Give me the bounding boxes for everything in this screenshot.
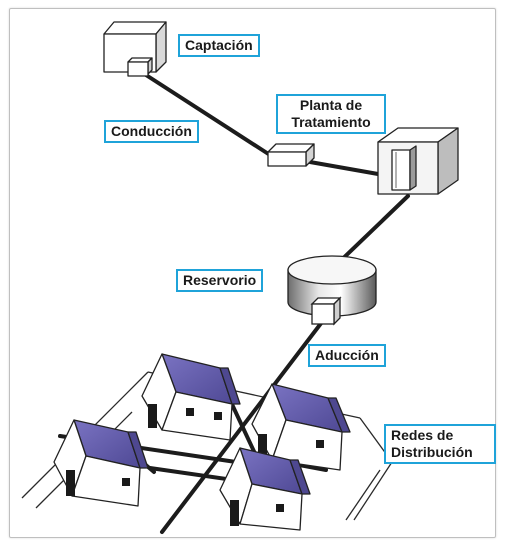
captacion-structure <box>103 21 167 77</box>
label-redes-line2: Distribución <box>391 444 473 460</box>
conduccion-box <box>267 143 315 167</box>
conduccion-pipe-1 <box>144 73 272 157</box>
label-planta-line1: Planta de <box>299 97 363 113</box>
label-aduccion: Aducción <box>308 344 386 367</box>
conduccion-pipe-2 <box>308 160 380 176</box>
label-planta-line2: Tratamiento <box>291 114 371 130</box>
label-reservorio: Reservorio <box>176 269 264 292</box>
house-top <box>141 353 241 441</box>
house-left <box>53 419 149 507</box>
label-redes-line1: Redes de <box>391 427 454 443</box>
label-conduccion: Conducción <box>104 120 199 143</box>
label-redes-distribucion: Redes de Distribución <box>384 424 496 464</box>
aduccion-lower-pipe <box>160 320 324 534</box>
label-planta-tratamiento: Planta de Tratamiento <box>276 94 386 134</box>
label-captacion: Captación <box>178 34 260 57</box>
diagram-frame <box>9 8 496 538</box>
main-pipes <box>144 73 410 534</box>
reservoir-tank <box>287 255 377 326</box>
house-right <box>251 383 351 471</box>
house-bottom <box>219 447 311 531</box>
treatment-plant <box>377 127 459 195</box>
